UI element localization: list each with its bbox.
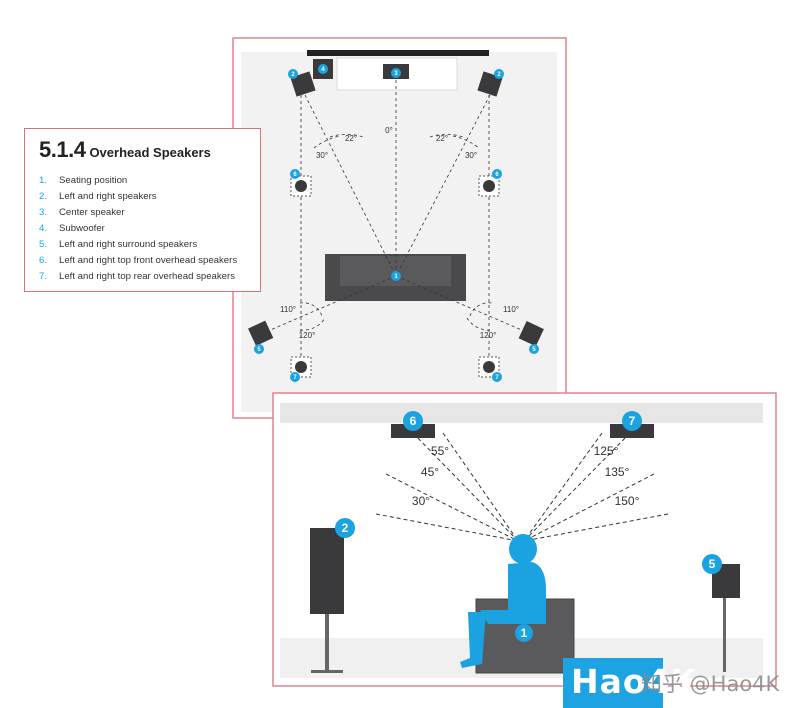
badge-circle bbox=[318, 64, 328, 74]
badge-surround: 5 bbox=[709, 557, 716, 571]
angle-125: 125° bbox=[594, 444, 619, 458]
left-top-rear-speaker bbox=[290, 356, 312, 378]
left-top-front-speaker bbox=[290, 175, 312, 197]
badge-circle bbox=[290, 169, 300, 179]
badge-circle bbox=[391, 68, 401, 78]
angle-left-120: 120° bbox=[299, 331, 316, 340]
legend-item-number: 4. bbox=[39, 223, 48, 234]
angle-150: 150° bbox=[615, 494, 640, 508]
room-floor bbox=[241, 52, 557, 412]
badge-circle bbox=[254, 344, 264, 354]
angle-135: 135° bbox=[605, 465, 630, 479]
badge-circle bbox=[515, 624, 533, 642]
watermark: Hao4K 知乎 @Hao4K bbox=[563, 658, 800, 708]
angle-right-120: 120° bbox=[480, 331, 497, 340]
badge-top-rear: 7 bbox=[629, 414, 636, 428]
legend-item-label: Left and right surround speakers bbox=[59, 239, 198, 250]
legend-list: 1. Seating position 2. Left and right spea… bbox=[39, 173, 237, 285]
angle-55: 55° bbox=[431, 444, 449, 458]
badge-circle bbox=[290, 372, 300, 382]
badge-left-front: 2 bbox=[291, 72, 295, 78]
legend-item-number: 5. bbox=[39, 239, 48, 250]
legend-item-label: Left and right top rear overhead speaker… bbox=[59, 271, 235, 282]
badge-right-front: 2 bbox=[497, 72, 501, 78]
screen bbox=[307, 50, 489, 56]
angle-30: 30° bbox=[412, 494, 430, 508]
badge-seat: 1 bbox=[394, 274, 398, 280]
legend-item: 5. Left and right surround speakers bbox=[39, 237, 237, 253]
legend-item-number: 6. bbox=[39, 255, 48, 266]
badge-center: 3 bbox=[394, 71, 398, 77]
legend-item-number: 2. bbox=[39, 191, 48, 202]
badge-right-surround: 5 bbox=[532, 347, 536, 353]
legend-item-label: Left and right top front overhead speake… bbox=[59, 255, 238, 266]
left-front-speaker bbox=[290, 71, 316, 97]
badge-right-top-rear: 7 bbox=[495, 375, 499, 381]
legend-item-number: 3. bbox=[39, 207, 48, 218]
angle-center: 0° bbox=[385, 126, 393, 135]
angle-right-110: 110° bbox=[503, 305, 519, 314]
legend-title-text: Overhead Speakers bbox=[89, 145, 211, 160]
badge-circle bbox=[335, 518, 355, 538]
angle-45: 45° bbox=[421, 465, 439, 479]
badge-front: 2 bbox=[342, 521, 349, 535]
badge-circle bbox=[492, 372, 502, 382]
legend-title-number: 5.1.4 bbox=[39, 137, 86, 162]
right-top-front-speaker bbox=[478, 175, 500, 197]
badge-circle bbox=[622, 411, 642, 431]
right-top-rear-speaker bbox=[478, 356, 500, 378]
angle-left-30: 30° bbox=[316, 151, 328, 160]
badge-circle bbox=[391, 271, 401, 281]
legend-item: 2. Left and right speakers bbox=[39, 189, 237, 205]
legend-item: 4. Subwoofer bbox=[39, 221, 237, 237]
ceiling bbox=[280, 403, 763, 423]
watermark-box bbox=[563, 658, 663, 708]
badge-subwoofer: 4 bbox=[321, 67, 325, 73]
badge-circle bbox=[492, 169, 502, 179]
right-surround-speaker bbox=[518, 321, 544, 347]
badge-left-surround: 5 bbox=[257, 347, 261, 353]
badge-seat-side: 1 bbox=[521, 626, 528, 640]
badge-circle bbox=[702, 554, 722, 574]
legend-item: 1. Seating position bbox=[39, 173, 237, 189]
legend-item-label: Subwoofer bbox=[59, 223, 105, 234]
badge-circle bbox=[403, 411, 423, 431]
sightlines bbox=[260, 80, 532, 362]
left-surround-speaker bbox=[248, 320, 274, 346]
legend-item: 6. Left and right top front overhead spea… bbox=[39, 253, 237, 269]
angle-left-22: 22° bbox=[345, 134, 357, 143]
angle-left-110: 110° bbox=[280, 305, 296, 314]
badge-circle bbox=[288, 69, 298, 79]
badge-circle bbox=[494, 69, 504, 79]
badge-left-top-front: 6 bbox=[293, 172, 297, 178]
legend-item: 7. Left and right top rear overhead speak… bbox=[39, 269, 237, 285]
watermark-zhihu: 知乎 @Hao4K bbox=[641, 672, 780, 696]
front-tower-speaker bbox=[310, 528, 344, 673]
badge-left-top-rear: 7 bbox=[293, 375, 297, 381]
angle-right-30: 30° bbox=[465, 151, 477, 160]
badge-top-front: 6 bbox=[410, 414, 417, 428]
legend-item-number: 1. bbox=[39, 175, 48, 186]
elevation-lines bbox=[375, 432, 669, 542]
legend-item-label: Seating position bbox=[59, 175, 128, 186]
legend-item-number: 7. bbox=[39, 271, 48, 282]
badge-circle bbox=[529, 344, 539, 354]
listener-silhouette bbox=[460, 534, 546, 668]
legend-item-label: Left and right speakers bbox=[59, 191, 157, 202]
watermark-brand: Hao4K bbox=[571, 662, 698, 701]
badge-right-top-front: 6 bbox=[495, 172, 499, 178]
legend-item: 3. Center speaker bbox=[39, 205, 237, 221]
angle-right-22: 22° bbox=[436, 134, 448, 143]
legend-item-label: Center speaker bbox=[59, 207, 125, 218]
